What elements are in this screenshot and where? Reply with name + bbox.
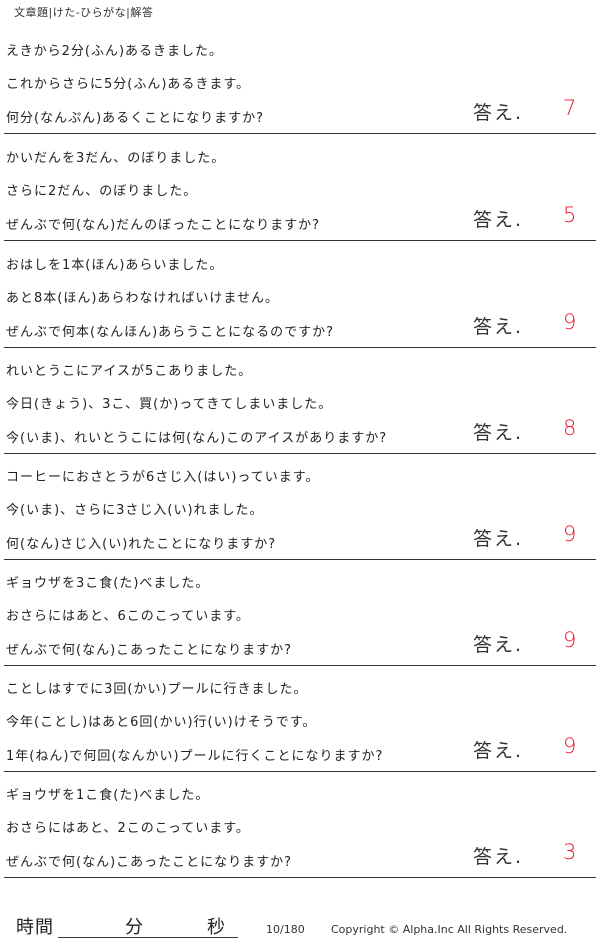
answer-value: 3 — [563, 840, 577, 864]
problem-line-1: ギョウザを1こ食(た)べました。 — [6, 788, 210, 803]
answer-label: 答え. — [473, 102, 524, 124]
answer-value: 9 — [563, 522, 577, 546]
problem-question: ぜんぶで何(なん)だんのぼったことになりますか? — [6, 218, 321, 233]
problem-1: えきから2分(ふん)あるきました。 これからさらに5分(ふん)あるきます。 何分… — [0, 36, 596, 142]
problem-line-2: 今年(ことし)はあと6回(かい)行(い)けそうです。 — [6, 715, 317, 730]
problem-question: ぜんぶで何(なん)こあったことになりますか? — [6, 643, 293, 658]
problem-line-1: おはしを1本(ほん)あらいました。 — [6, 258, 224, 273]
answer-value: 5 — [563, 203, 577, 227]
problem-line-2: 今日(きょう)、3こ、買(か)ってきてしまいました。 — [6, 397, 333, 412]
problem-question: 今(いま)、れいとうこには何(なん)このアイスがありますか? — [6, 431, 388, 446]
divider — [4, 453, 596, 454]
problem-line-2: おさらにはあと、6このこっています。 — [6, 609, 250, 624]
divider — [4, 559, 596, 560]
problem-line-2: おさらにはあと、2このこっています。 — [6, 821, 250, 836]
worksheet-title: 文章題|けた-ひらがな|解答 — [14, 6, 154, 19]
problem-question: 何(なん)さじ入(い)れたことになりますか? — [6, 537, 277, 552]
divider — [4, 771, 596, 772]
answer-value: 9 — [563, 310, 577, 334]
problem-8: ギョウザを1こ食(た)べました。 おさらにはあと、2このこっています。 ぜんぶで… — [0, 780, 596, 886]
problem-7: ことしはすでに3回(かい)プールに行きました。 今年(ことし)はあと6回(かい)… — [0, 674, 596, 780]
page-number: 10/180 — [266, 923, 305, 936]
time-label: 時間 — [16, 917, 54, 938]
problem-line-2: これからさらに5分(ふん)あるきます。 — [6, 77, 251, 92]
problem-line-1: ことしはすでに3回(かい)プールに行きました。 — [6, 682, 308, 697]
problem-question: ぜんぶで何(なん)こあったことになりますか? — [6, 855, 293, 870]
answer-label: 答え. — [473, 528, 524, 550]
problem-4: れいとうこにアイスが5こありました。 今日(きょう)、3こ、買(か)ってきてしま… — [0, 356, 596, 462]
divider — [4, 347, 596, 348]
time-underline — [58, 937, 238, 938]
divider — [4, 665, 596, 666]
answer-value: 7 — [563, 96, 577, 120]
answer-label: 答え. — [473, 846, 524, 868]
problem-3: おはしを1本(ほん)あらいました。 あと8本(ほん)あらわなければいけません。 … — [0, 250, 596, 356]
answer-value: 8 — [563, 416, 577, 440]
problem-line-2: 今(いま)、さらに3さじ入(い)れました。 — [6, 503, 264, 518]
answer-label: 答え. — [473, 422, 524, 444]
answer-label: 答え. — [473, 634, 524, 656]
problem-line-2: あと8本(ほん)あらわなければいけません。 — [6, 291, 280, 306]
footer: 時間 分 秒 10/180 Copyright © Alpha.Inc All … — [0, 905, 600, 943]
answer-label: 答え. — [473, 316, 524, 338]
divider — [4, 240, 596, 241]
problem-line-1: コーヒーにおさとうが6さじ入(はい)っています。 — [6, 470, 320, 485]
problem-line-1: れいとうこにアイスが5こありました。 — [6, 364, 253, 379]
answer-label: 答え. — [473, 209, 524, 231]
problem-line-1: ギョウザを3こ食(た)べました。 — [6, 576, 210, 591]
answer-label: 答え. — [473, 740, 524, 762]
problem-2: かいだんを3だん、のぼりました。 さらに2だん、のぼりました。 ぜんぶで何(なん… — [0, 143, 596, 249]
answer-value: 9 — [563, 628, 577, 652]
problem-5: コーヒーにおさとうが6さじ入(はい)っています。 今(いま)、さらに3さじ入(い… — [0, 462, 596, 568]
copyright-notice: Copyright © Alpha.Inc All Rights Reserve… — [331, 923, 568, 936]
problem-line-1: えきから2分(ふん)あるきました。 — [6, 44, 224, 59]
problem-line-1: かいだんを3だん、のぼりました。 — [6, 151, 226, 166]
seconds-label: 秒 — [207, 917, 225, 938]
problem-question: 何分(なんぷん)あるくことになりますか? — [6, 111, 265, 126]
divider — [4, 133, 596, 134]
problem-question: 1年(ねん)で何回(なんかい)プールに行くことになりますか? — [6, 749, 384, 764]
problem-6: ギョウザを3こ食(た)べました。 おさらにはあと、6このこっています。 ぜんぶで… — [0, 568, 596, 674]
problem-question: ぜんぶで何本(なんほん)あらうことになるのですか? — [6, 325, 335, 340]
answer-value: 9 — [563, 734, 577, 758]
problem-line-2: さらに2だん、のぼりました。 — [6, 184, 198, 199]
divider — [4, 877, 596, 878]
minutes-label: 分 — [125, 917, 143, 938]
